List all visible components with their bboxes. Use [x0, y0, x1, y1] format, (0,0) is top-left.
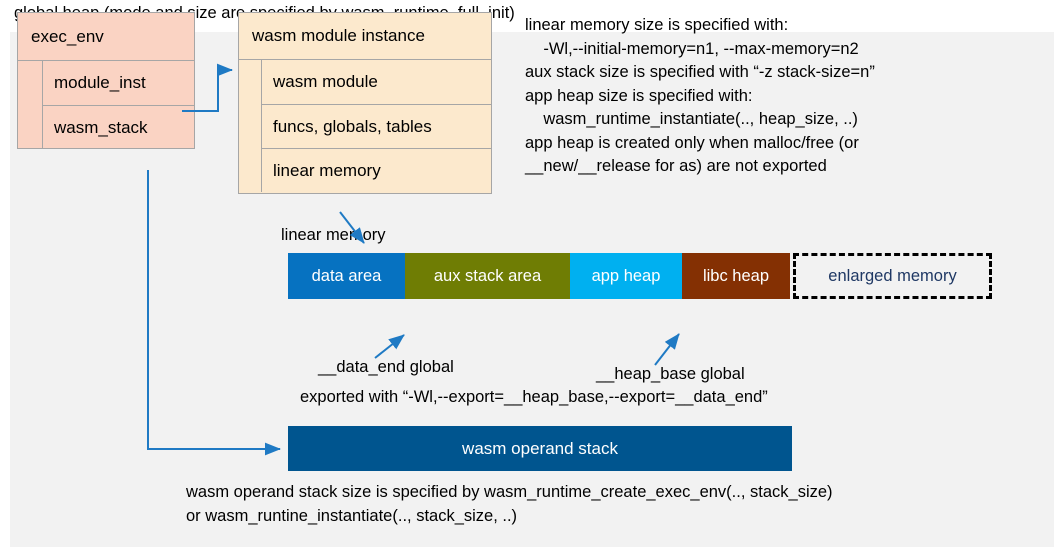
exec-env-field-module-inst: module_inst	[54, 73, 146, 92]
memory-segment-aux-stack-area: aux stack area	[405, 253, 570, 299]
exec-env-rows: module_inst wasm_stack	[43, 61, 194, 149]
field-linear-memory: linear memory	[262, 148, 491, 192]
exec-env-box: exec_env module_inst wasm_stack	[17, 12, 195, 149]
memory-segment-libc-heap: libc heap	[682, 253, 790, 299]
memory-segment-enlarged-memory: enlarged memory	[793, 253, 992, 299]
callout-data-end: __data_end global	[318, 358, 454, 376]
linear-memory-bar-label: linear memory	[281, 226, 386, 244]
exec-env-title: exec_env	[18, 13, 194, 61]
operand-stack-note: wasm operand stack size is specified by …	[186, 483, 833, 525]
exec-env-gutter	[18, 61, 43, 149]
callout-exported-with: exported with “-Wl,--export=__heap_base,…	[300, 388, 768, 406]
memory-segment-app-heap: app heap	[570, 253, 682, 299]
wasm-module-instance-rows: wasm module funcs, globals, tables linea…	[262, 60, 491, 192]
wasm-module-instance-title: wasm module instance	[239, 13, 491, 60]
callout-heap-base: __heap_base global	[596, 365, 745, 383]
memory-segment-data-area: data area	[288, 253, 405, 299]
wasm-module-instance-box: wasm module instance wasm module funcs, …	[238, 12, 492, 194]
exec-env-field-wasm-stack: wasm_stack	[43, 105, 194, 149]
wasm-module-instance-body: wasm module funcs, globals, tables linea…	[239, 60, 491, 192]
field-wasm-module: wasm module	[273, 72, 378, 91]
wasm-operand-stack-box: wasm operand stack	[288, 426, 792, 471]
field-funcs-globals-tables: funcs, globals, tables	[262, 104, 491, 148]
wasm-module-instance-gutter	[239, 60, 262, 192]
linear-memory-note: linear memory size is specified with: -W…	[525, 16, 875, 175]
exec-env-body: module_inst wasm_stack	[18, 61, 194, 149]
